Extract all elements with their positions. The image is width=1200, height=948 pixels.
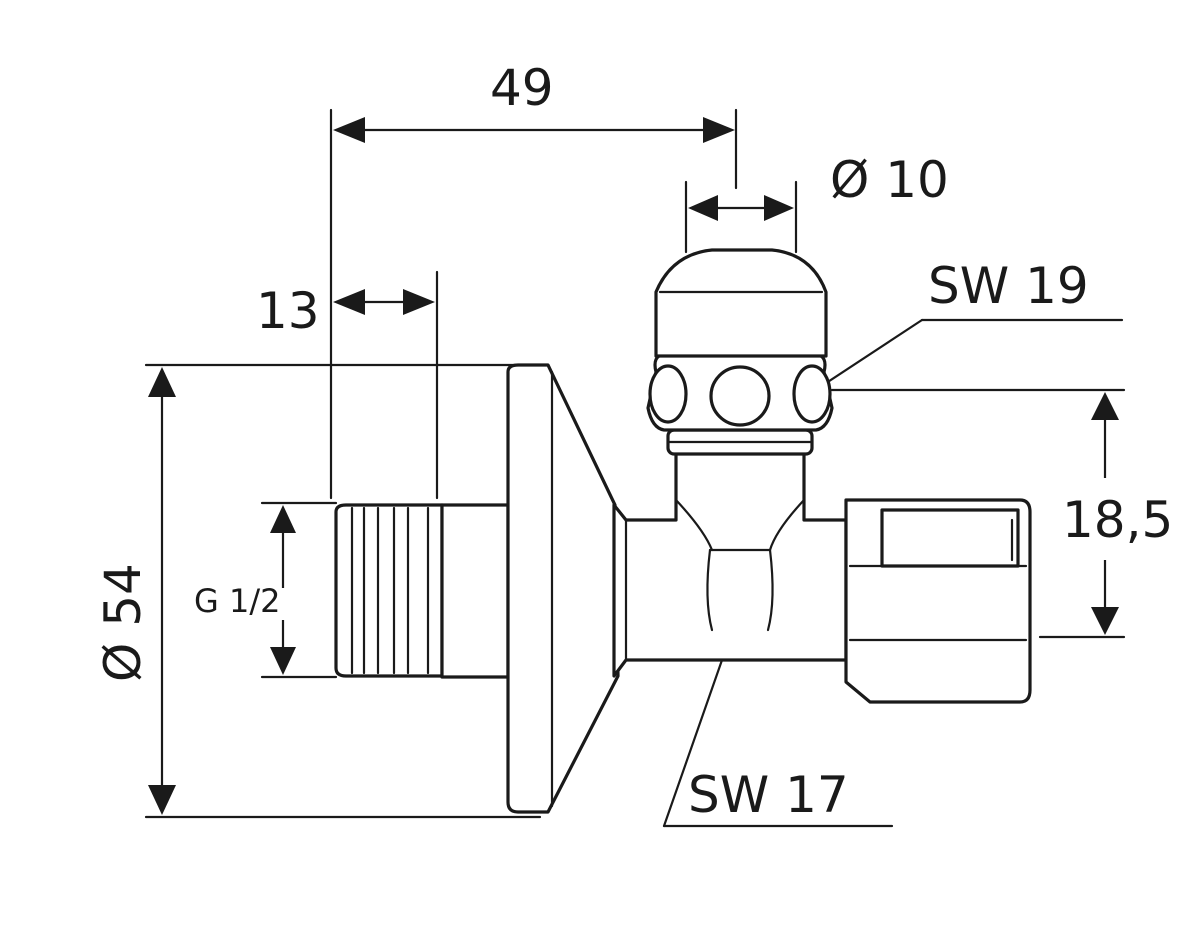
label-rosette-diameter: Ø 54	[94, 563, 152, 682]
label-outlet-offset: 18,5	[1062, 491, 1173, 549]
label-body-wrench-size: SW 17	[688, 766, 849, 824]
extension-lines	[144, 108, 1126, 819]
dimension-labels: 49 13 Ø 10 SW 19 18,5 SW 17 Ø 54 G 1/2	[94, 59, 1173, 824]
label-thread-size: G 1/2	[194, 582, 280, 620]
dimension-thread-length	[333, 289, 435, 315]
dimension-thread-size	[270, 505, 296, 675]
dimension-outlet-diameter	[688, 195, 794, 221]
label-overall-length: 49	[490, 59, 554, 117]
rosette-flange	[506, 363, 620, 814]
dimension-rosette-diameter	[148, 367, 176, 815]
valve-body	[612, 450, 848, 678]
spindle-head	[646, 248, 834, 456]
dimension-overall-length	[333, 117, 735, 143]
label-outlet-diameter: Ø 10	[830, 151, 949, 209]
label-spindle-wrench-size: SW 19	[928, 257, 1089, 315]
outlet-nut	[844, 498, 1032, 704]
label-thread-length: 13	[256, 282, 320, 340]
threaded-inlet	[334, 503, 510, 679]
dimension-outlet-offset	[1091, 392, 1119, 635]
